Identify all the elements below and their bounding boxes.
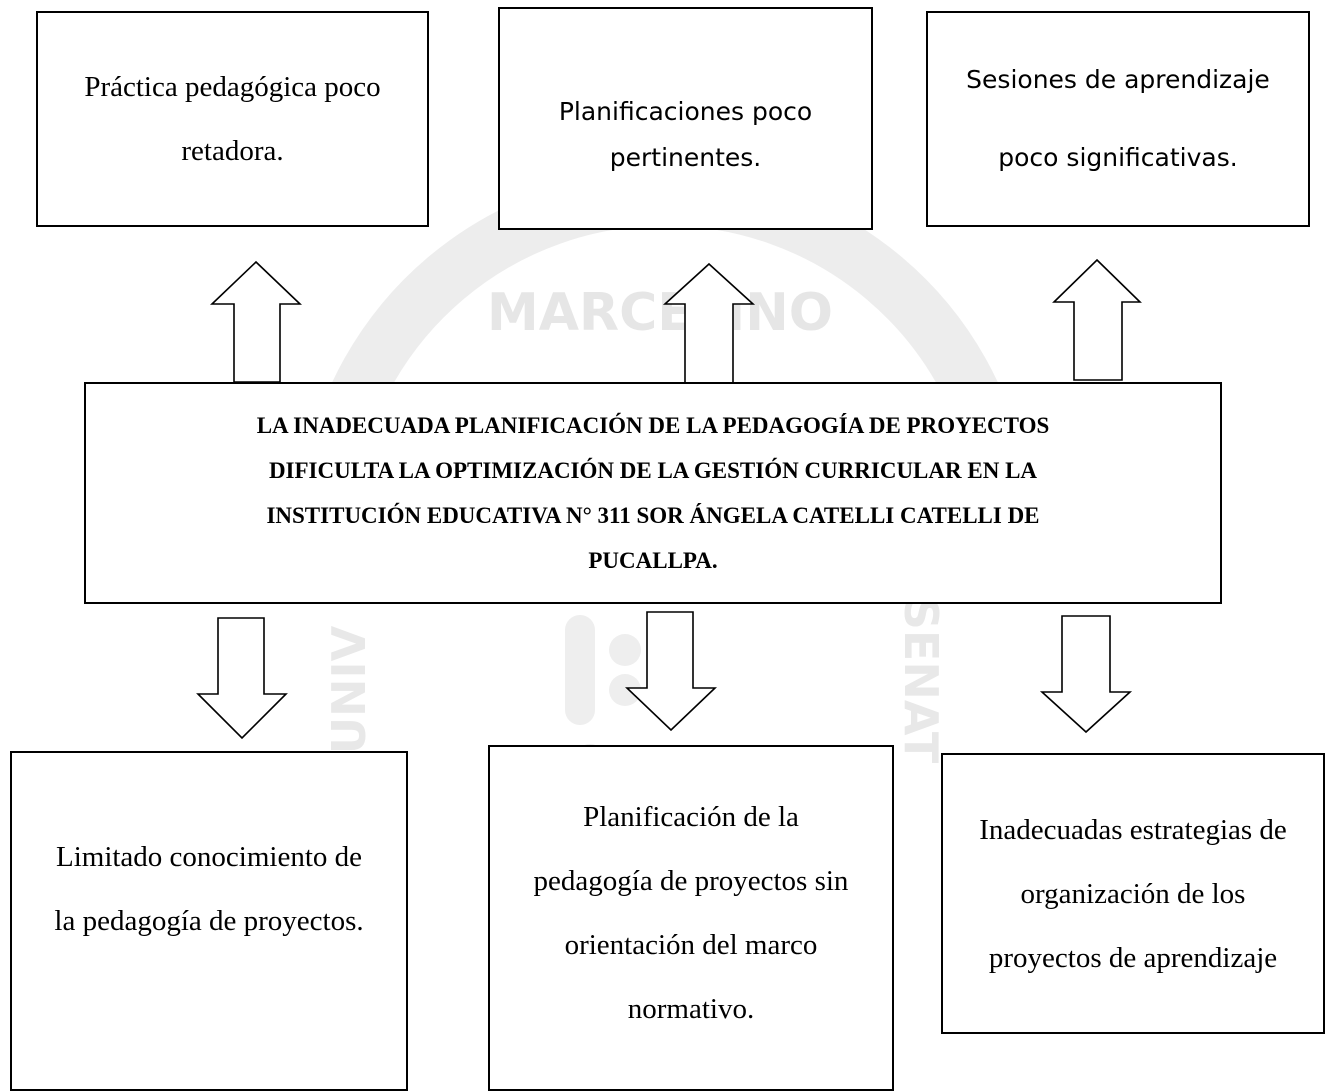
effect-text-2: Planificaciones poco pertinentes. <box>559 89 812 181</box>
down-arrow-icon-2 <box>625 611 717 732</box>
central-line-3: INSTITUCIÓN EDUCATIVA N° 311 SOR ÁNGELA … <box>266 503 1040 528</box>
cause-box-3: Inadecuadas estrategias de organización … <box>941 753 1325 1034</box>
effect-text-3: Sesiones de aprendizaje poco significati… <box>966 41 1270 197</box>
down-arrow-icon-3 <box>1039 615 1133 734</box>
cause-box-1: Limitado conocimiento de la pedagogía de… <box>10 751 408 1091</box>
effect-box-3: Sesiones de aprendizaje poco significati… <box>926 11 1310 227</box>
cause-2-line-4: normativo. <box>627 993 755 1025</box>
up-arrow-icon-2 <box>662 262 756 385</box>
effect-1-line-2: retadora. <box>181 135 284 167</box>
central-line-2: DIFICULTA LA OPTIMIZACIÓN DE LA GESTIÓN … <box>268 458 1038 483</box>
cause-2-line-1: Planificación de la <box>583 801 799 833</box>
cause-1-line-2: la pedagogía de proyectos. <box>54 905 364 937</box>
cause-text-3: Inadecuadas estrategias de organización … <box>979 798 1287 990</box>
cause-3-line-3: proyectos de aprendizaje <box>988 941 1278 974</box>
central-problem-text: LA INADECUADA PLANIFICACIÓN DE LA PEDAGO… <box>257 403 1050 583</box>
effect-3-line-2: poco significativas. <box>998 143 1238 172</box>
cause-2-line-3: orientación del marco <box>564 929 818 961</box>
effect-1-line-1: Práctica pedagógica poco <box>84 71 381 103</box>
cause-2-line-2: pedagogía de proyectos sin <box>533 865 849 897</box>
central-problem-box: LA INADECUADA PLANIFICACIÓN DE LA PEDAGO… <box>84 382 1222 604</box>
cause-3-line-1: Inadecuadas estrategias de <box>979 813 1287 846</box>
effect-text-1: Práctica pedagógica poco retadora. <box>84 55 380 183</box>
effect-2-line-1: Planificaciones poco <box>558 97 813 126</box>
effect-2-line-2: pertinentes. <box>609 143 762 172</box>
cause-text-1: Limitado conocimiento de la pedagogía de… <box>54 825 363 953</box>
cause-1-line-1: Limitado conocimiento de <box>55 841 363 873</box>
cause-3-line-2: organización de los <box>1020 877 1246 910</box>
effect-box-2: Planificaciones poco pertinentes. <box>498 7 873 230</box>
central-line-1: LA INADECUADA PLANIFICACIÓN DE LA PEDAGO… <box>256 413 1050 438</box>
watermark-text-top: MARCELINO <box>487 283 833 343</box>
cause-box-2: Planificación de la pedagogía de proyect… <box>488 745 894 1091</box>
cause-text-2: Planificación de la pedagogía de proyect… <box>534 785 849 1041</box>
watermark-text-right: SENAT <box>894 597 948 764</box>
up-arrow-icon-3 <box>1052 258 1142 381</box>
down-arrow-icon-1 <box>196 617 288 740</box>
effect-box-1: Práctica pedagógica poco retadora. <box>36 11 429 227</box>
watermark-text-left: UNIV <box>322 625 376 754</box>
central-line-4: PUCALLPA. <box>588 548 718 573</box>
effect-3-line-1: Sesiones de aprendizaje <box>966 65 1270 94</box>
up-arrow-icon-1 <box>210 260 302 383</box>
